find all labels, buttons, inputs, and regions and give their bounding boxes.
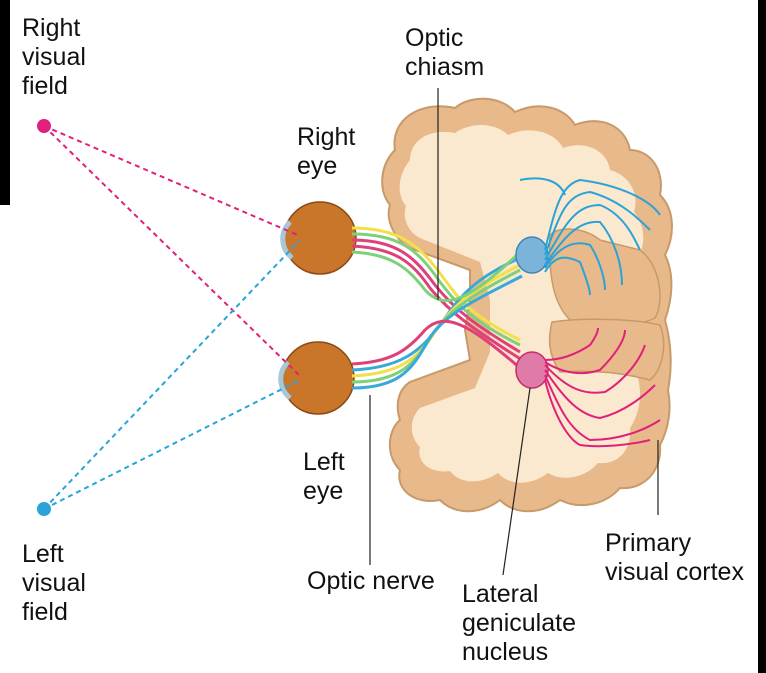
lgn-right: [516, 237, 548, 273]
left-eyeball: [282, 342, 354, 414]
right-eyeball: [284, 202, 356, 274]
label-right-visual-field: Right visual field: [22, 14, 86, 101]
brain: [382, 99, 672, 512]
label-left-visual-field: Left visual field: [22, 540, 86, 627]
visual-rays: [44, 126, 300, 509]
left-eye: [281, 342, 354, 414]
label-optic-nerve: Optic nerve: [307, 567, 435, 596]
label-right-eye: Right eye: [297, 123, 355, 181]
right-eye: [283, 202, 356, 274]
label-optic-chiasm: Optic chiasm: [405, 24, 484, 82]
label-lateral-geniculate-nucleus: Lateral geniculate nucleus: [462, 580, 576, 667]
lgn-left: [516, 352, 548, 388]
label-primary-visual-cortex: Primary visual cortex: [605, 529, 744, 587]
label-left-eye: Left eye: [303, 448, 345, 506]
